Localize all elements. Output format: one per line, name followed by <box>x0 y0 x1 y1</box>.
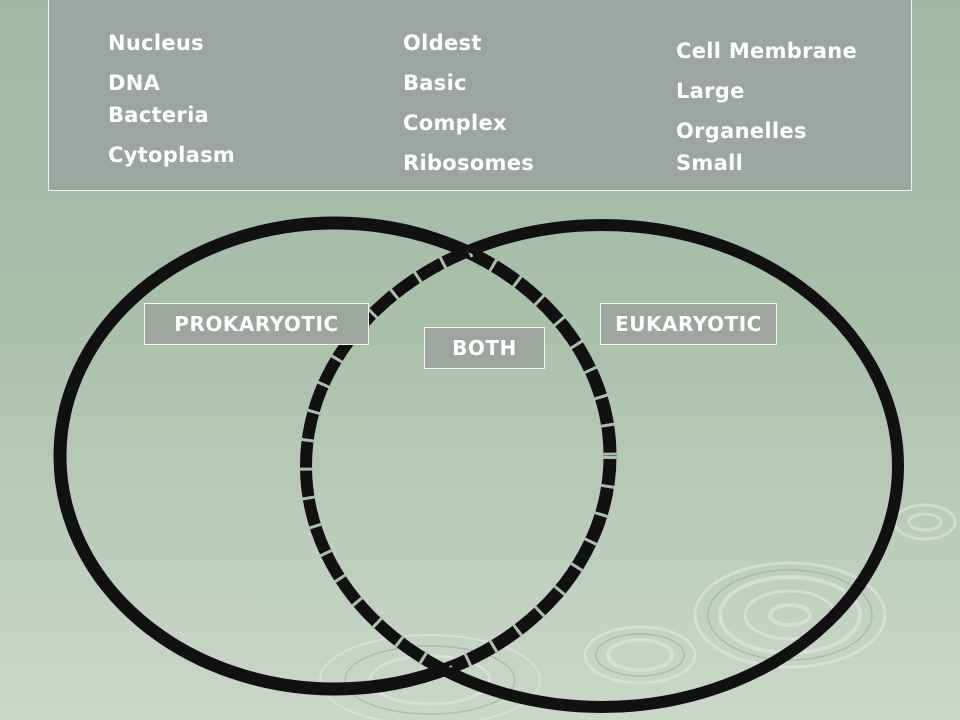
eukaryotic-circle <box>299 219 904 713</box>
word-bank-term: Bacteria <box>108 103 210 127</box>
word-bank-panel: Nucleus DNA Bacteria Cytoplasm Oldest Ba… <box>48 0 912 191</box>
word-bank-term: Nucleus <box>108 31 204 55</box>
prokaryotic-label: PROKARYOTIC <box>144 303 369 345</box>
both-label: BOTH <box>424 327 545 369</box>
word-bank-term: Cell Membrane <box>676 39 858 63</box>
word-bank-term: Cytoplasm <box>108 143 236 167</box>
word-bank-term: Complex <box>403 111 507 135</box>
word-bank-term: DNA <box>108 71 161 95</box>
word-bank-term: Organelles <box>676 119 807 143</box>
eukaryotic-label: EUKARYOTIC <box>600 303 777 345</box>
word-bank-term: Oldest <box>403 31 482 55</box>
prokaryotic-circle <box>53 216 618 697</box>
word-bank-term: Small <box>676 151 744 175</box>
word-bank-term: Basic <box>403 71 467 95</box>
word-bank-term: Ribosomes <box>403 151 535 175</box>
word-bank-term: Large <box>676 79 745 103</box>
